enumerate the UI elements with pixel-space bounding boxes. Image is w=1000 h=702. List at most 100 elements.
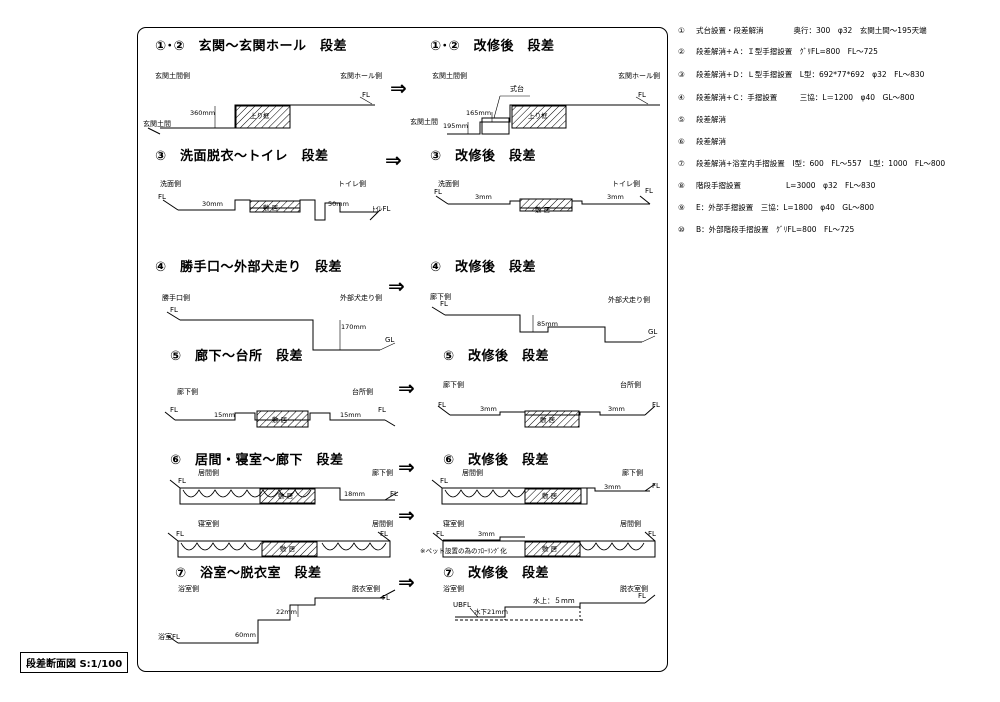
s1a-left-label: 玄関土間側 [432, 72, 467, 80]
s5a-dim1-label: 3mm [480, 405, 497, 413]
section5-before-profile [164, 410, 396, 428]
s6-dim-label: 18mm [344, 490, 365, 498]
s3-fl-label: FL [158, 193, 166, 201]
s1-hatch-label: 上り框 [250, 112, 270, 120]
s3-right-label: トイレ側 [338, 180, 366, 188]
s7a-ubfl-label: UBFL [453, 601, 471, 609]
s1a-right-label: 玄関ホール側 [618, 72, 660, 80]
s6-left-label: 居間側 [198, 469, 219, 477]
s6a-fl2-label: FL [652, 482, 660, 490]
s6-hatch2-label: 敷 居 [280, 545, 296, 553]
s7-dim1-label: 22mm [276, 608, 297, 616]
s6-fl-label: FL [178, 477, 186, 485]
section5-before-title: ⑤ 廊下～台所 段差 [170, 349, 304, 364]
s4-right-label: 外部犬走り側 [340, 294, 382, 302]
s1-fl-label: FL [362, 91, 370, 99]
s3a-fl-label: FL [434, 188, 442, 196]
s5-fl-label: FL [170, 406, 178, 414]
section1-after-title: ①･② 改修後 段差 [430, 39, 555, 54]
s1a-hatch-label: 上り框 [528, 112, 548, 120]
section6-before-profile-2 [167, 531, 391, 558]
s6a-hatch-label: 敷 居 [542, 492, 558, 500]
s7-floor-label: 浴室FL [158, 633, 180, 641]
s3a-dim2-label: 3mm [607, 193, 624, 201]
section7-after-profile [455, 594, 656, 621]
sheet-title-label: 段差断面図 S:1/100 [20, 652, 129, 673]
s6-right-label: 廊下側 [372, 469, 393, 477]
drawing-frame [137, 27, 668, 672]
s7-fl-label: FL [382, 594, 390, 602]
s1-floor-label: 玄関土間 [143, 120, 171, 128]
s3a-dim1-label: 3mm [475, 193, 492, 201]
s6-fl3-label: FL [176, 530, 184, 538]
s3-fl2-label: ﾄｲﾚFL [372, 205, 391, 213]
s1a-fl-label: FL [638, 91, 646, 99]
s7a-dim1-label: 水下21mm [474, 608, 508, 616]
section4-before-profile [166, 311, 396, 351]
s3a-right-label: トイレ側 [612, 180, 640, 188]
s6a-fl3-label: FL [436, 530, 444, 538]
s7a-fl-label: FL [638, 592, 646, 600]
section7-before-profile [167, 589, 396, 644]
section5-after-profile [437, 405, 656, 428]
s6a-dim2-label: 3mm [478, 530, 495, 538]
section1-before-profile [147, 96, 375, 135]
s6a-right2-label: 居間側 [620, 520, 641, 528]
section3-after-title: ③ 改修後 段差 [430, 149, 537, 164]
s6a-fl-label: FL [440, 477, 448, 485]
arrow-7: ⇒ [398, 570, 415, 594]
s5a-fl2-label: FL [652, 401, 660, 409]
s5a-dim2-label: 3mm [608, 405, 625, 413]
section3-before-profile [162, 199, 381, 221]
arrow-6: ⇒ [398, 455, 415, 479]
s5a-fl-label: FL [438, 401, 446, 409]
s3-dim1-label: 30mm [202, 200, 223, 208]
section7-before-title: ⑦ 浴室～脱衣室 段差 [175, 566, 322, 581]
s6a-note-label: ※ペット設置の為のﾌﾛｰﾘﾝｸﾞ化 [420, 547, 507, 555]
section3-after-profile [435, 195, 651, 212]
s7a-dim2-label: 水上：５mm [533, 597, 575, 605]
s4a-right-label: 外部犬走り側 [608, 296, 650, 304]
s4-dim-label: 170mm [341, 323, 367, 331]
s5a-right-label: 台所側 [620, 381, 641, 389]
s1-left-label: 玄関土間側 [155, 72, 190, 80]
section6-after-title: ⑥ 改修後 段差 [443, 453, 550, 468]
s5-dim2-label: 15mm [340, 411, 361, 419]
arrow-3: ⇒ [385, 148, 402, 172]
arrow-6b: ⇒ [398, 503, 415, 527]
s7-dim2-label: 60mm [235, 631, 256, 639]
s6-fl2-label: FL [390, 490, 398, 498]
s6a-hatch2-label: 敷 居 [542, 545, 558, 553]
s5-dim1-label: 15mm [214, 411, 235, 419]
s3-left-label: 洗面側 [160, 180, 181, 188]
s3a-left-label: 洗面側 [438, 180, 459, 188]
section6-before-profile [169, 479, 399, 505]
section4-after-profile [431, 306, 656, 343]
s7a-right-label: 脱衣室側 [620, 585, 648, 593]
s3a-hatch-label: 敷 居 [535, 206, 551, 214]
s7-right-label: 脱衣室側 [352, 585, 380, 593]
s1-dim-label: 360mm [190, 109, 216, 117]
s5-fl2-label: FL [378, 406, 386, 414]
s4a-gl-label: GL [648, 328, 658, 336]
s1-right-label: 玄関ホール側 [340, 72, 382, 80]
s6-left2-label: 寝室側 [198, 520, 219, 528]
s6a-fl4-label: FL [648, 530, 656, 538]
s1a-dim2-label: 195mm [443, 122, 469, 130]
s5-left-label: 廊下側 [177, 388, 198, 396]
s4-gl-label: GL [385, 336, 395, 344]
section5-after-title: ⑤ 改修後 段差 [443, 349, 550, 364]
s5-hatch-label: 敷 居 [272, 416, 288, 424]
s4a-left-label: 廊下側 [430, 293, 451, 301]
section1-after-profile [447, 95, 660, 135]
s1a-shikidai-label: 式台 [510, 85, 524, 93]
s5-right-label: 台所側 [352, 388, 373, 396]
